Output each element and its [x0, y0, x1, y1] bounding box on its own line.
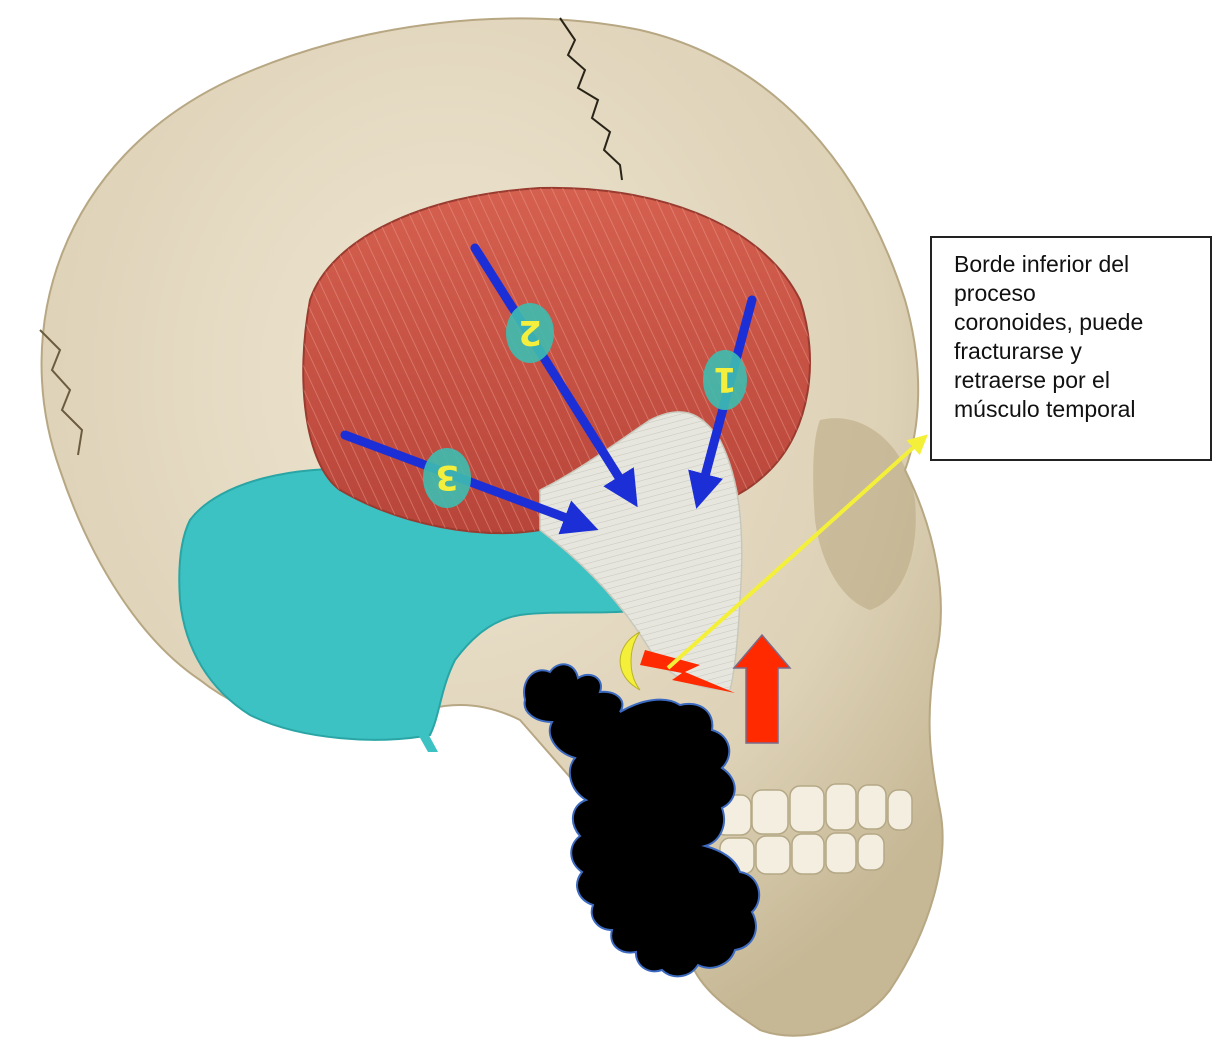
vector-label-3: 3 — [435, 457, 459, 497]
vector-badge-1: 1 — [703, 350, 747, 410]
callout-box: Borde inferior del proceso coronoides, p… — [930, 236, 1212, 461]
vector-badge-3: 3 — [423, 448, 471, 508]
vector-label-1: 1 — [713, 359, 737, 399]
vector-label-2: 2 — [518, 312, 542, 352]
vector-badge-2: 2 — [506, 303, 554, 363]
